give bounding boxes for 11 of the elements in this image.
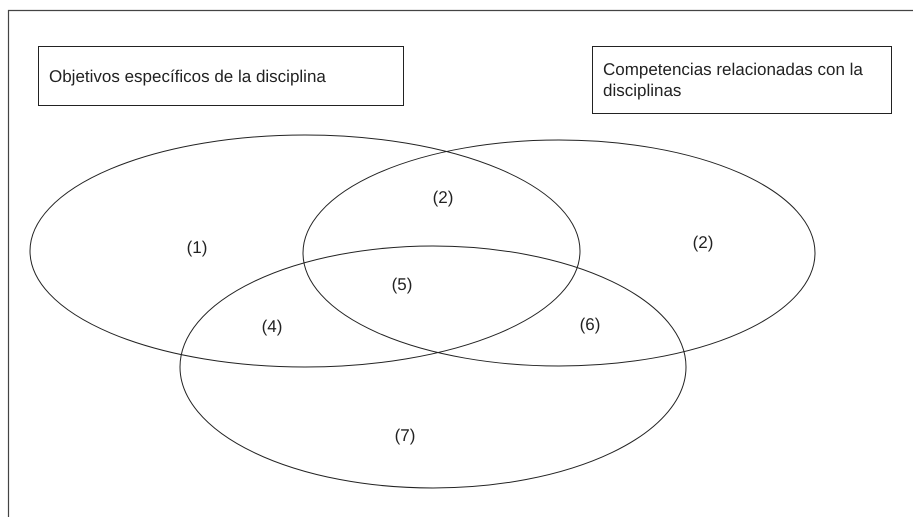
region-number: (7) xyxy=(394,426,416,446)
region-number: (5) xyxy=(392,275,412,295)
venn-ellipse xyxy=(302,140,816,366)
venn-ellipse xyxy=(30,134,580,368)
region-number: (4) xyxy=(262,317,282,337)
region-number: (6) xyxy=(580,315,600,335)
region-number: (2) xyxy=(432,188,454,208)
text-box: Competencias relacionadas con la disciplinas xyxy=(592,46,892,114)
region-number: (1) xyxy=(186,238,208,258)
text-box: Objetivos específicos de la disciplina xyxy=(38,46,404,106)
region-number: (2) xyxy=(692,233,714,253)
